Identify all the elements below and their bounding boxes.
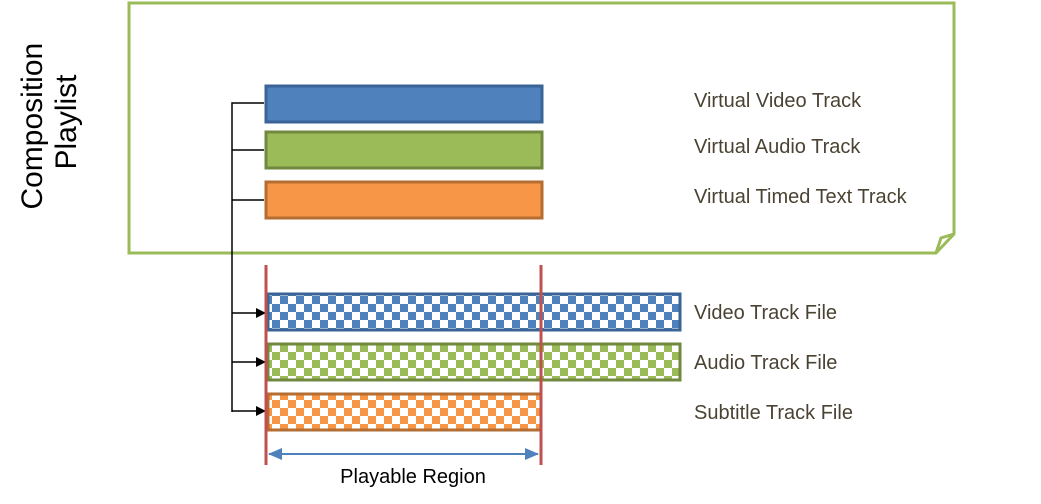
virtual-track-bar <box>264 180 544 220</box>
connector-line <box>231 102 264 412</box>
folded-corner <box>934 232 955 254</box>
track-file-label: Audio Track File <box>694 352 837 374</box>
track-file-label: Subtitle Track File <box>694 402 853 424</box>
virtual-track-label: Virtual Timed Text Track <box>694 186 908 208</box>
track-file-bar <box>266 392 543 432</box>
virtual-track-bar <box>264 84 544 124</box>
track-file-bar <box>266 292 682 332</box>
composition-playlist-title: Composition Playlist <box>16 34 83 209</box>
virtual-track-label: Virtual Audio Track <box>694 136 861 158</box>
track-file-bar <box>266 342 682 382</box>
virtual-track-bar <box>264 130 544 170</box>
track-file-label: Video Track File <box>694 302 837 324</box>
playable-region-label: Playable Region <box>340 466 486 488</box>
virtual-track-label: Virtual Video Track <box>694 90 862 112</box>
